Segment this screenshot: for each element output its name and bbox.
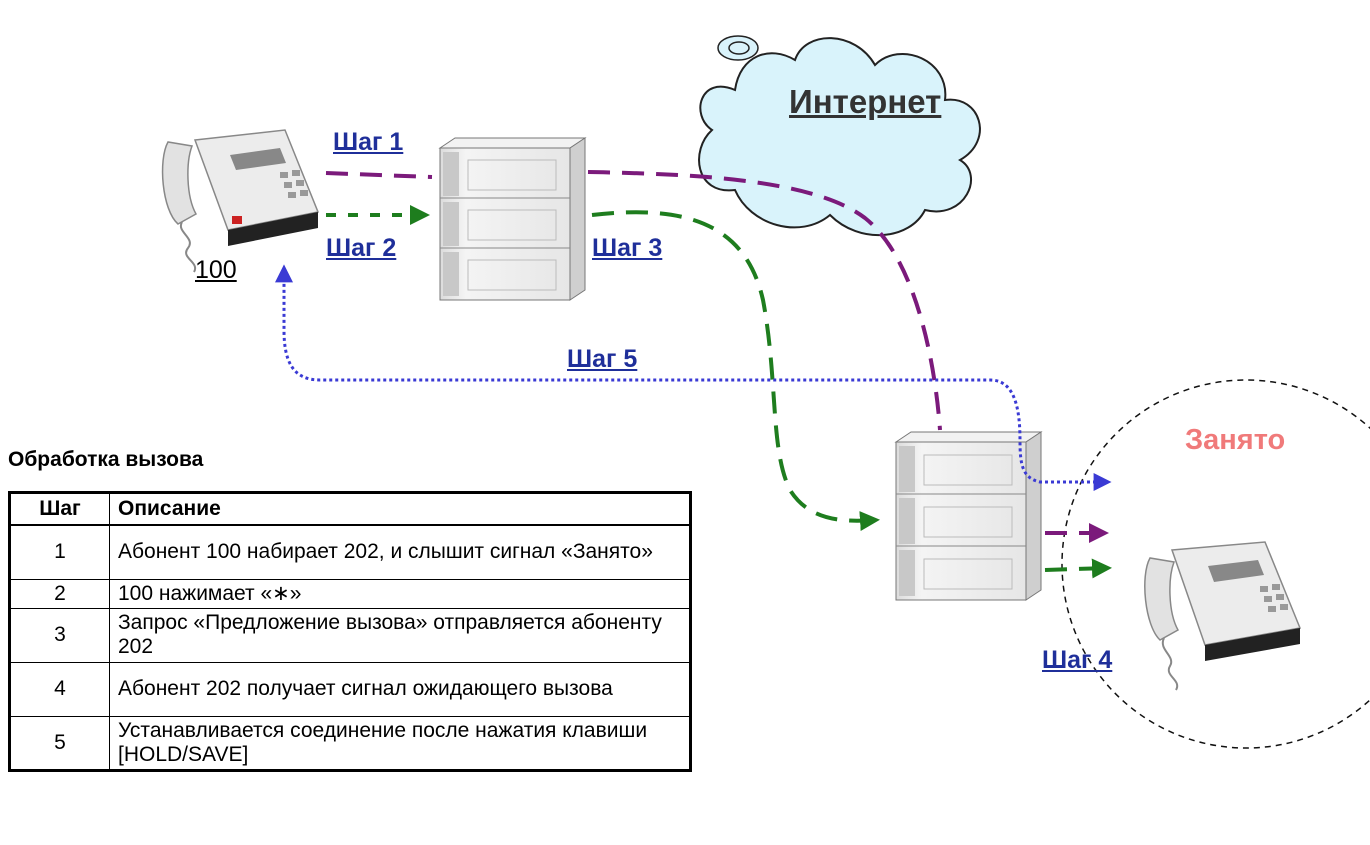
step1-purple-path	[325, 171, 433, 179]
step-label-5: Шаг 5	[567, 345, 638, 373]
step-number: 5	[9, 715, 110, 771]
step-label-4: Шаг 4	[1042, 646, 1113, 674]
step-label-1: Шаг 1	[333, 128, 404, 156]
step-number: 1	[9, 524, 110, 580]
busy-zone-circle	[1061, 379, 1370, 749]
step-number: 4	[9, 661, 110, 717]
step-description: Абонент 100 набирает 202, и слышит сигна…	[109, 524, 691, 580]
desk-phone-icon	[161, 129, 320, 273]
call-processing-title: Обработка вызова	[8, 448, 204, 471]
step1-purple-path-internet	[587, 170, 942, 431]
table-header-row: Шаг Описание	[9, 492, 691, 526]
table-row: 1 Абонент 100 набирает 202, и слышит сиг…	[9, 524, 691, 580]
table-row: 3 Запрос «Предложение вызова» отправляет…	[9, 607, 691, 663]
step-number: 3	[9, 607, 110, 663]
step5-blue-dotted-path	[275, 264, 1112, 491]
step-description: 100 нажимает «∗»	[109, 578, 691, 609]
column-header-step: Шаг	[9, 492, 110, 526]
internet-label: Интернет	[789, 83, 942, 120]
table-row: 2 100 нажимает «∗»	[9, 578, 691, 609]
extension-100-label: 100	[195, 256, 237, 284]
busy-label: Занято	[1185, 424, 1286, 456]
step-label-3: Шаг 3	[592, 234, 663, 262]
table-row: 4 Абонент 202 получает сигнал ожидающего…	[9, 661, 691, 717]
step-description: Абонент 202 получает сигнал ожидающего в…	[109, 661, 691, 717]
pbx-cabinet-icon	[438, 137, 587, 301]
step-description: Запрос «Предложение вызова» отправляется…	[109, 607, 691, 663]
step-label-2: Шаг 2	[326, 234, 397, 262]
desk-phone-icon	[1144, 541, 1302, 691]
step4-green-arrow	[1044, 558, 1112, 579]
step-number: 2	[9, 578, 110, 609]
table-row: 5 Устанавливается соединение после нажат…	[9, 715, 691, 771]
step-description: Устанавливается соединение после нажатия…	[109, 715, 691, 771]
call-steps-table: Шаг Описание 1 Абонент 100 набирает 202,…	[8, 491, 692, 772]
column-header-description: Описание	[109, 492, 691, 526]
